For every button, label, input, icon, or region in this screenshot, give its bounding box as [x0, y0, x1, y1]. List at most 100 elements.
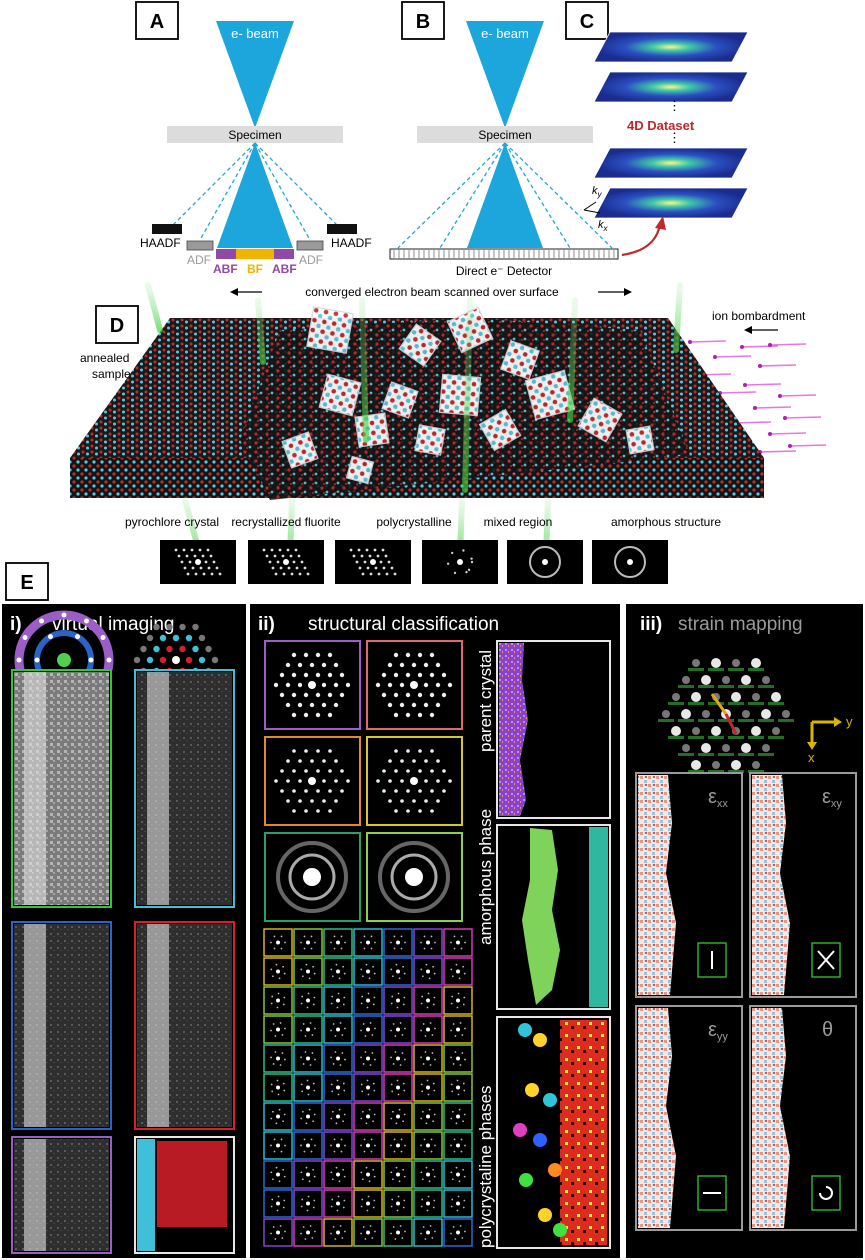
panel-c: C ⋮ 4D Dataset ⋮ ky kx [565, 1, 749, 257]
panel-b-letter: B [416, 11, 430, 33]
panel-e: E i) virtual imaging ii) structural clas… [2, 562, 863, 1258]
section-i-number: i) [10, 614, 22, 635]
abf-label-right: ABF [272, 262, 297, 276]
panel-d-letter: D [110, 315, 124, 337]
adf-detector-left [186, 240, 214, 251]
crystal-grain [398, 323, 442, 367]
dataset-frame-1 [593, 31, 749, 63]
grid-cell [443, 928, 473, 957]
haadf-detector-left [152, 224, 182, 234]
specimen-label-a: Specimen [228, 128, 281, 142]
electron-probe [462, 297, 473, 493]
section-iii-title: strain mapping [678, 614, 803, 635]
electron-probe [673, 282, 683, 353]
bf-detector [236, 249, 274, 259]
axis-y-label: y [846, 714, 853, 729]
svg-text:θ: θ [822, 1019, 833, 1041]
scattered-rays-a [169, 142, 341, 247]
panel-e-letter: E [20, 572, 33, 594]
kx-label: kx [598, 219, 609, 233]
dataset-dots: ⋮ [668, 98, 681, 113]
crystal-grain [478, 408, 522, 452]
transmitted-beam-cone-b [467, 143, 543, 248]
dataset-frame-2 [593, 71, 749, 103]
electron-probe [567, 297, 578, 423]
adf-detector-right [296, 240, 324, 251]
region-label: polycrystalline [376, 515, 452, 529]
class-pattern [264, 736, 361, 826]
panel-d: converged electron beam scanned over sur… [70, 282, 827, 584]
dataset-frame-4 [593, 187, 749, 219]
svg-text:⋮: ⋮ [668, 130, 681, 145]
specimen-a [167, 126, 343, 143]
incident-beam-cone [216, 21, 294, 128]
svg-text:εyy: εyy [708, 1019, 728, 1043]
beam-label-a: e- beam [231, 26, 279, 41]
grid-cell [443, 1015, 473, 1044]
grid-cell [323, 1189, 353, 1218]
section-ii-title: structural classification [308, 614, 499, 635]
panel-c-box [565, 1, 609, 40]
region-dp [507, 540, 583, 584]
electron-probe [359, 297, 369, 443]
electron-probe [145, 282, 163, 333]
crystal-grain [381, 381, 419, 419]
panel-a-box [135, 1, 179, 40]
bf-label: BF [247, 262, 263, 276]
grid-cell [353, 1160, 383, 1189]
abf-detector-right [274, 249, 294, 259]
grid-cell [293, 957, 323, 986]
crystal-grain [354, 412, 390, 448]
crystal-grain [281, 431, 319, 469]
direct-detector [389, 248, 619, 260]
panel-d-box [95, 305, 139, 344]
phase-maps [496, 640, 611, 1249]
grid-cell [293, 1102, 323, 1131]
region-dp [422, 540, 498, 584]
region-label: recrystallized fluorite [231, 515, 341, 529]
direct-detector-label: Direct e⁻ Detector [456, 264, 552, 278]
crystal-grain [414, 424, 446, 456]
region-label: amorphous structure [611, 515, 721, 529]
grid-cell [263, 1015, 293, 1044]
class-pattern [366, 736, 463, 826]
class-pattern [366, 640, 463, 730]
class-pattern [264, 640, 361, 730]
crystal-grain [577, 397, 623, 443]
region-diffraction-patterns [160, 540, 668, 584]
crystal-grain [345, 455, 375, 485]
scan-label: converged electron beam scanned over sur… [305, 285, 559, 299]
panel-b: B e- beam Specimen Direct e⁻ Detector [389, 1, 619, 278]
virtual-image-frame [134, 669, 235, 908]
annealed-label-1: annealed [80, 351, 129, 365]
grid-cell [443, 1131, 473, 1160]
phase-label-parent: parent crystal [476, 650, 495, 752]
panel-a-letter: A [150, 11, 164, 33]
haadf-label-right: HAADF [331, 236, 372, 250]
region-label: pyrochlore crystal [125, 515, 219, 529]
dataset-frame-3 [593, 147, 749, 179]
crystal-grains [281, 306, 655, 485]
transmitted-beam-cone [217, 143, 293, 248]
strain-axes: y x [807, 714, 853, 765]
classification-grid [263, 928, 473, 1247]
region-dp [335, 540, 411, 584]
annealed-label-2: sample [92, 367, 131, 381]
class-pattern [366, 832, 463, 922]
abf-detector-left [216, 249, 236, 259]
grid-cell [353, 1102, 383, 1131]
abf-label-left: ABF [213, 262, 238, 276]
phase-label-poly: polycrystaline phases [476, 1085, 495, 1248]
crystal-grain [318, 373, 362, 417]
virtual-image-frame [134, 1136, 235, 1254]
region-dp [248, 540, 324, 584]
ion-label: ion bombardment [712, 309, 806, 323]
virtual-image-frame [11, 921, 112, 1130]
virtual-image-frame [11, 669, 112, 908]
strain-map-theta: θ [749, 1005, 857, 1231]
incident-beam-cone-b [466, 21, 544, 128]
scattered-rays-b [397, 142, 613, 249]
strain-map-eyy: εyy [635, 1005, 743, 1231]
adf-label-left: ADF [187, 253, 211, 267]
